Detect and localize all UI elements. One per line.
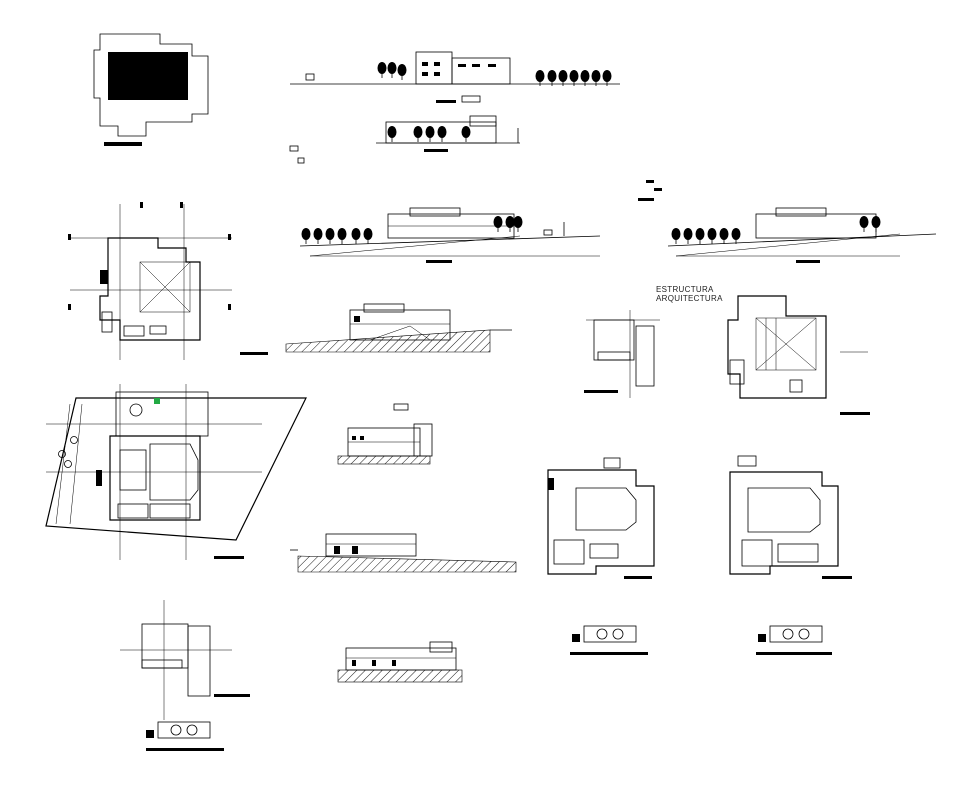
building-section-4 <box>337 641 463 683</box>
roof-plan <box>93 33 209 146</box>
site-section-b <box>667 207 937 263</box>
floor-plan-annex <box>120 600 250 751</box>
accent-marker <box>154 398 160 404</box>
floor-plan-small-a <box>584 310 660 398</box>
floor-plan-level-2 <box>547 457 655 579</box>
floor-plan-large-a <box>727 295 870 415</box>
site-plan-ground-floor <box>45 384 307 560</box>
view-title-bar <box>104 142 142 146</box>
building-section-2 <box>337 403 433 465</box>
site-section-a <box>299 207 601 263</box>
building-section-3 <box>290 533 517 573</box>
legend-marks <box>638 180 662 201</box>
site-elevation-top <box>290 51 620 103</box>
front-elevation-small <box>289 115 520 164</box>
floor-plan-level-3 <box>729 455 852 579</box>
restroom-detail-a <box>570 625 648 655</box>
note-estructura: ESTRUCTURA <box>656 285 714 294</box>
note-arquitectura: ARQUITECTURA <box>656 294 723 303</box>
restroom-detail-b <box>756 625 832 655</box>
building-section-1 <box>285 303 512 353</box>
floor-plan-level-1 <box>68 202 268 360</box>
